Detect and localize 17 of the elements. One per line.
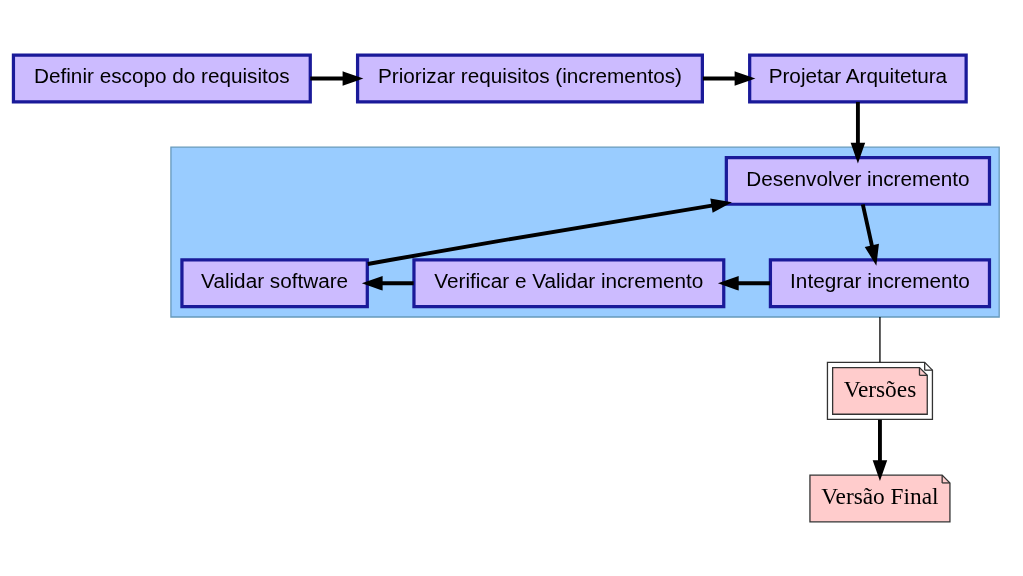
- cluster: [170, 146, 1000, 318]
- arrow: [367, 197, 732, 266]
- node-box: Integrar incremento: [768, 257, 992, 308]
- node-box: Projetar Arquitetura: [748, 53, 968, 103]
- arrow: [850, 101, 866, 163]
- arrow: [361, 275, 414, 291]
- node-box: Validar software: [180, 257, 369, 308]
- node-box: Desenvolver incremento: [724, 155, 992, 206]
- connector: [879, 315, 881, 363]
- arrow: [717, 275, 771, 291]
- node-box: Priorizar requisitos (incrementos): [355, 53, 704, 103]
- arrow: [310, 70, 364, 86]
- arrow: [702, 70, 756, 86]
- arrow: [860, 203, 879, 266]
- node-box: Definir escopo do requisitos: [11, 53, 312, 103]
- node-box: Verificar e Validar incremento: [412, 257, 726, 308]
- arrow: [872, 419, 888, 481]
